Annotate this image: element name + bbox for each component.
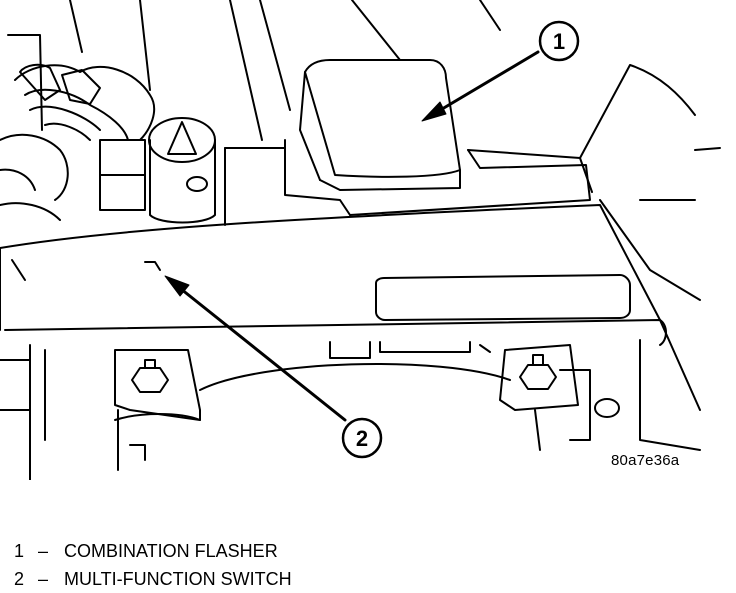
legend-separator: – (38, 569, 49, 589)
callout-2-number: 2 (356, 426, 368, 451)
legend-item-1: 1 – COMBINATION FLASHER (14, 537, 292, 565)
leader-arrow-1 (421, 50, 540, 122)
leader-arrow-2 (164, 275, 347, 422)
hazard-switch-knob (148, 117, 216, 224)
legend-item-2: 2 – MULTI-FUNCTION SWITCH (14, 565, 292, 593)
legend-number: 2 (14, 569, 25, 589)
legend-label: COMBINATION FLASHER (64, 541, 278, 561)
multi-function-switch (0, 204, 701, 411)
callout-1: 1 (538, 20, 580, 62)
flasher-bracket (224, 139, 593, 226)
right-mounting-bolt (499, 344, 579, 451)
legend-label: MULTI-FUNCTION SWITCH (64, 569, 292, 589)
legend: 1 – COMBINATION FLASHER 2 – MULTI-FUNCTI… (14, 537, 292, 593)
left-mounting-bolt (114, 349, 201, 471)
legend-number: 1 (14, 541, 25, 561)
background-column (7, 0, 501, 141)
figure-code: 80a7e36a (611, 452, 680, 469)
lower-shroud (0, 339, 701, 480)
right-panel (579, 64, 721, 301)
legend-separator: – (38, 541, 49, 561)
combination-flasher (299, 59, 461, 191)
line-drawing: 1 2 (0, 0, 721, 480)
wiring-harness (0, 63, 156, 221)
callout-1-number: 1 (553, 29, 565, 54)
callout-2: 2 (341, 417, 383, 459)
